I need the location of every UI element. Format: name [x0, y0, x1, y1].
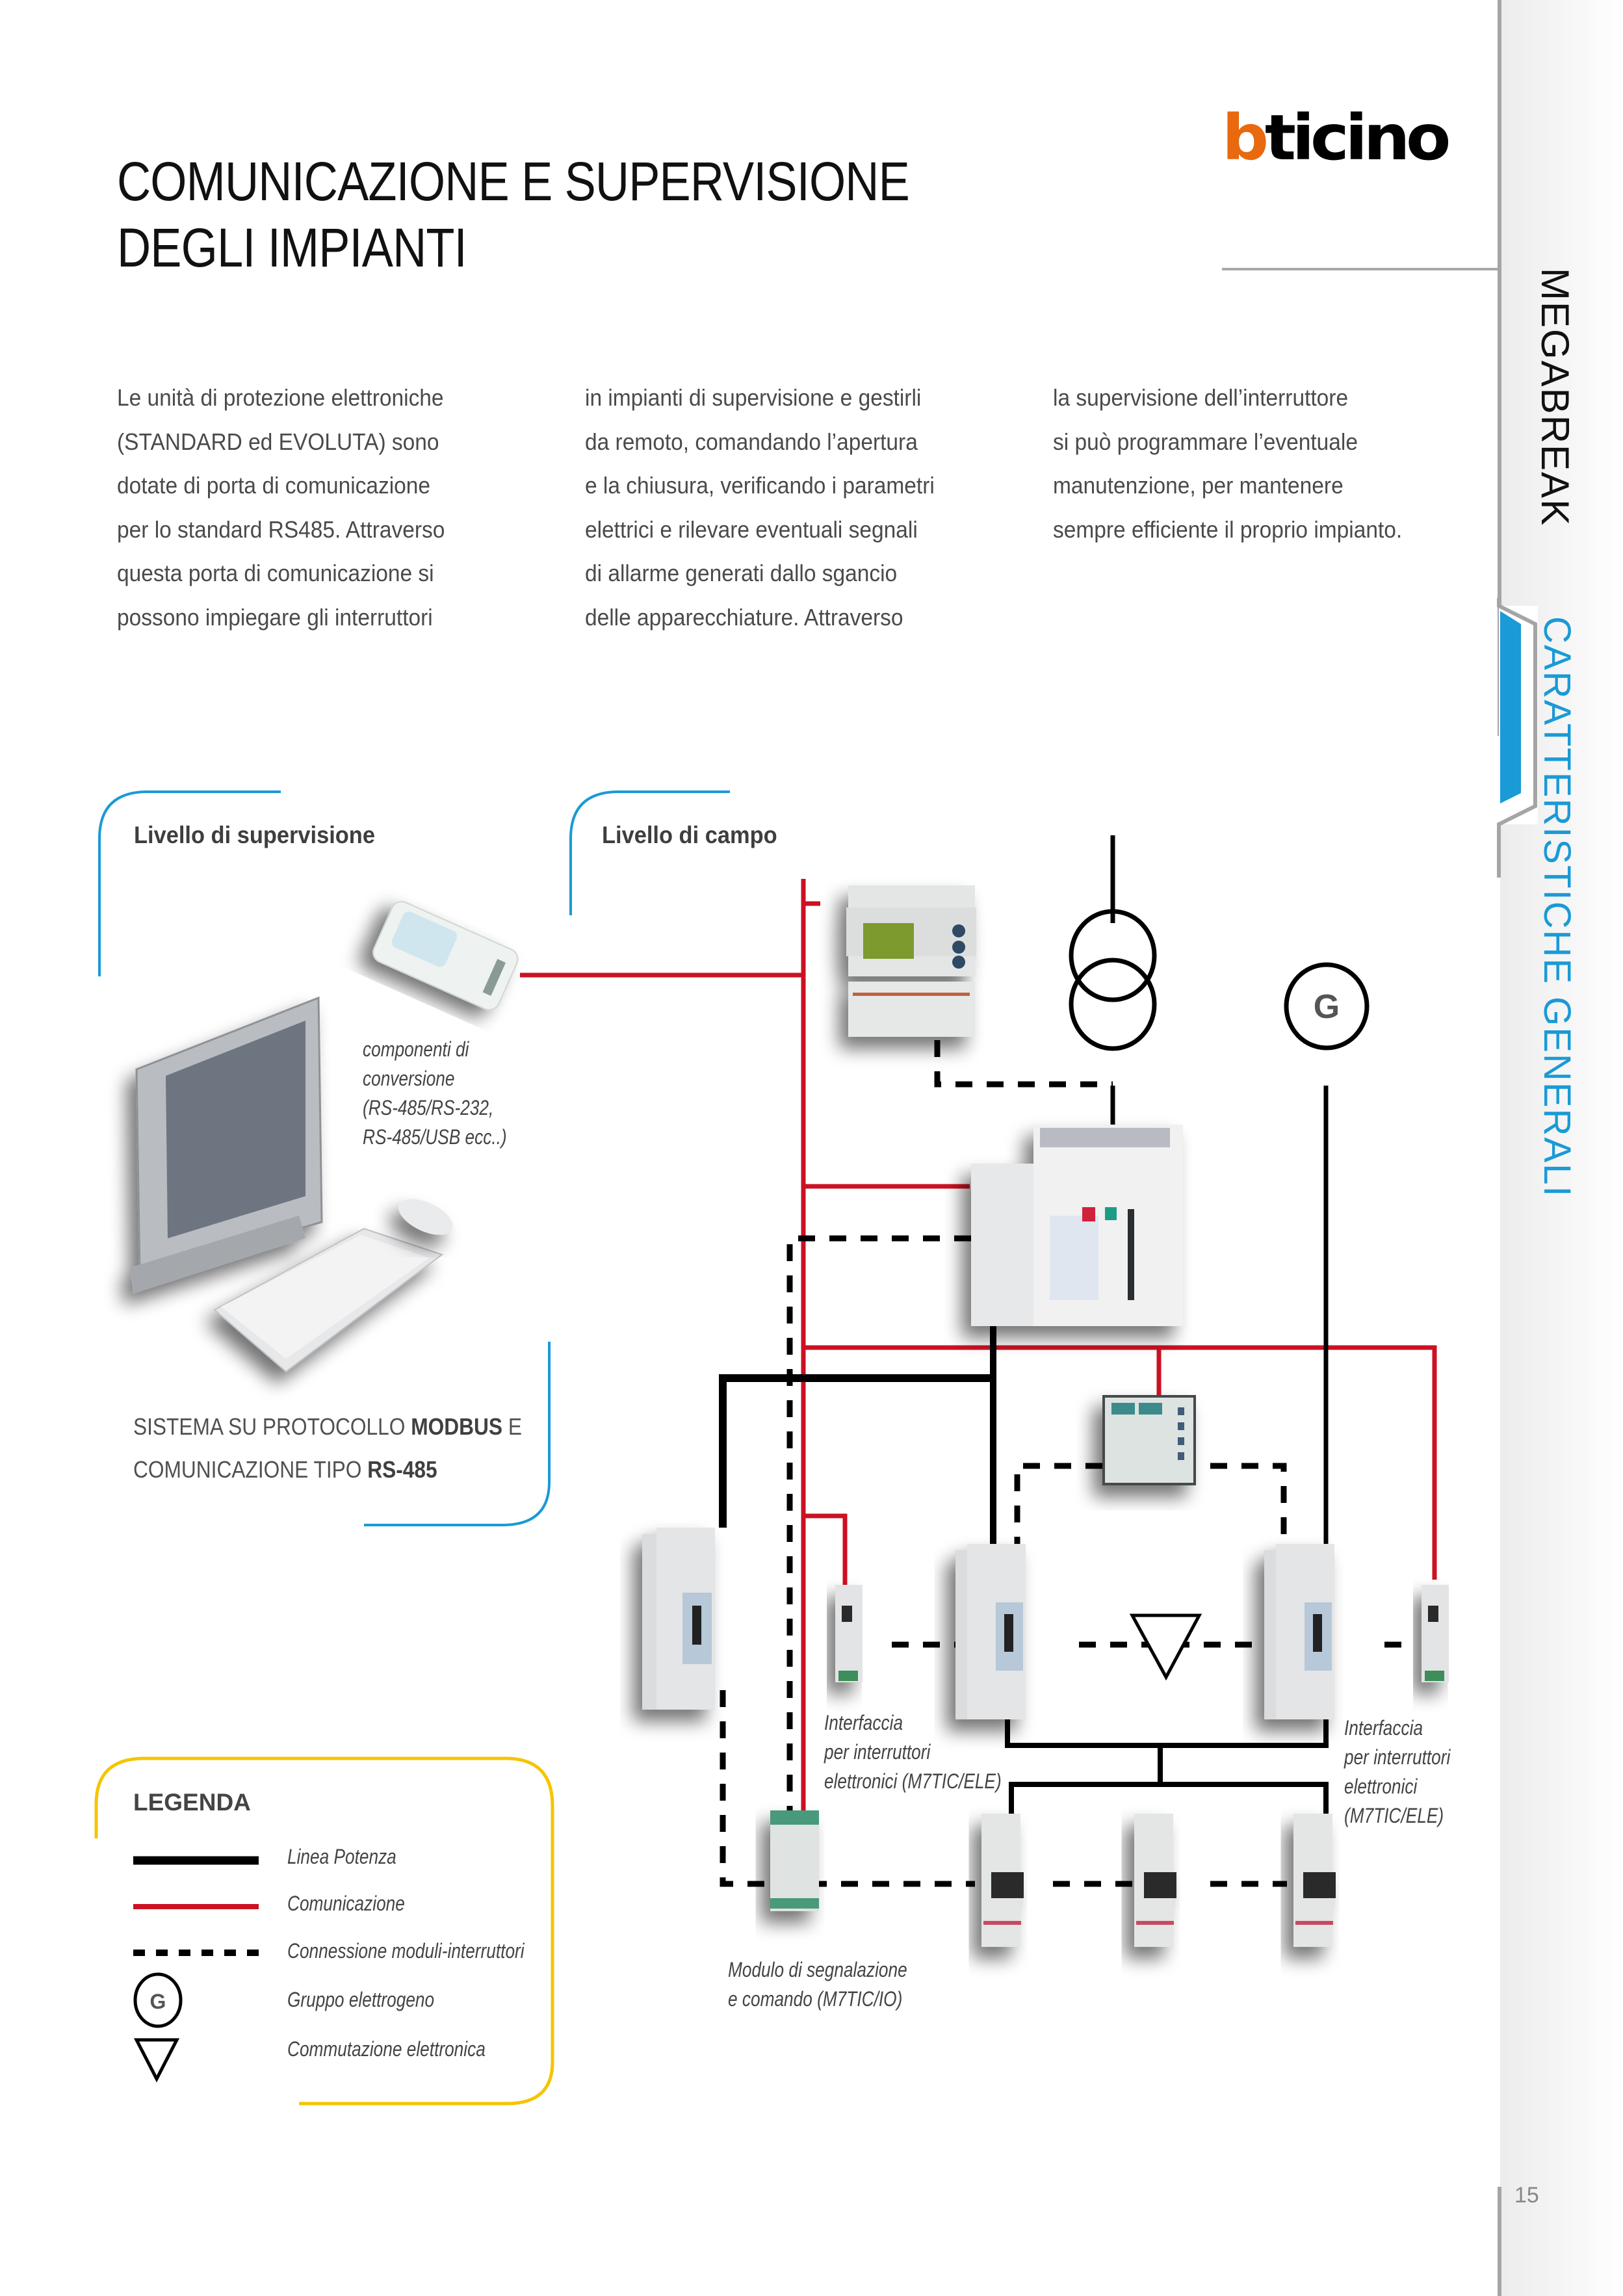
side-band — [1500, 0, 1623, 2296]
legend-generator-letter: G — [150, 1990, 166, 2013]
comm-type-rs485: RS-485 — [367, 1456, 437, 1483]
page-title-line1: COMUNICAZIONE E SUPERVISIONE — [117, 151, 910, 212]
header-divider — [1222, 268, 1500, 270]
transfer-switch-controller-image — [1102, 1395, 1196, 1485]
field-level-label: Livello di campo — [602, 822, 777, 848]
section-tab-marker — [1497, 598, 1538, 878]
text-line: e la chiusura, verificando i parametri — [585, 472, 935, 499]
interface-caption-right: Interfaccia per interruttori elettronici… — [1344, 1714, 1450, 1831]
converter-device-image — [372, 900, 519, 1011]
text-line: dotate di porta di comunicazione — [117, 472, 431, 499]
text-line: in impianti di supervisione e gestirli — [585, 384, 922, 411]
caption-line: (M7TIC/ELE) — [1344, 1804, 1444, 1827]
legend-label-generator: Gruppo elettrogeno — [287, 1988, 435, 2011]
product-name-vertical: MEGABREAK — [1533, 268, 1577, 527]
body-column-2: in impianti di supervisione e gestirli d… — [585, 376, 972, 639]
protocol-modbus: MODBUS — [411, 1413, 503, 1440]
caption-line: Modulo di segnalazione — [728, 1958, 907, 1981]
caption-line: (RS-485/RS-232, — [363, 1096, 494, 1119]
caption-line: componenti di — [363, 1037, 469, 1061]
bticino-logo: bticino — [1222, 107, 1451, 169]
body-column-3: la supervisione dell’interruttore si può… — [1053, 376, 1440, 551]
supervision-level-label: Livello di supervisione — [134, 822, 375, 848]
caption-line: elettronici — [1344, 1775, 1418, 1798]
text-line: delle apparecchiature. Attraverso — [585, 603, 903, 631]
text-line: possono impiegare gli interruttori — [117, 603, 433, 631]
protocol-text-post: E — [502, 1413, 522, 1440]
legend-title: LEGENDA — [133, 1789, 251, 1816]
miniature-breaker-image — [981, 1814, 1024, 1947]
keyboard-image — [213, 1227, 444, 1373]
energy-meter-image — [846, 885, 976, 1037]
body-column-1: Le unità di protezione elettroniche (STA… — [117, 376, 504, 639]
legend-symbols: G — [133, 1856, 259, 2083]
logo-b: b — [1222, 101, 1269, 174]
caption-line: RS-485/USB ecc..) — [363, 1125, 507, 1149]
legend-label-connection: Connessione moduli-interruttori — [287, 1939, 525, 1963]
caption-line: per interruttori — [824, 1740, 931, 1764]
section-name-vertical: CARATTERISTICHE GENERALI — [1536, 616, 1578, 1198]
interface-module-image — [1422, 1585, 1449, 1682]
text-line: sempre efficiente il proprio impianto. — [1053, 515, 1403, 543]
text-line: si può programmare l’eventuale — [1053, 428, 1358, 455]
legend-bracket — [94, 1756, 554, 2106]
text-line: elettrici e rilevare eventuali segnali — [585, 515, 918, 543]
electronic-switching-symbol — [1129, 1613, 1202, 1681]
active-section-indicator — [1500, 611, 1521, 803]
system-protocol-text: SISTEMA SU PROTOCOLLO MODBUS E COMUNICAZ… — [133, 1405, 522, 1491]
text-line: questa porta di comunicazione si — [117, 560, 434, 586]
caption-line: conversione — [363, 1067, 455, 1090]
text-line: manutenzione, per mantenere — [1053, 472, 1344, 499]
caption-line: Interfaccia — [1344, 1716, 1423, 1740]
side-band-rule — [1498, 0, 1501, 736]
interface-caption-left: Interfaccia per interruttori elettronici… — [824, 1708, 1002, 1796]
protocol-text-pre: SISTEMA SU PROTOCOLLO — [133, 1413, 411, 1440]
mouse-image — [398, 1199, 453, 1235]
page-title-line2: DEGLI IMPIANTI — [117, 217, 467, 278]
caption-line: Interfaccia — [824, 1711, 903, 1734]
legend-generator-icon — [133, 1972, 183, 2028]
signal-module-image — [770, 1810, 819, 1911]
miniature-breaker-image — [1293, 1814, 1336, 1947]
text-line: la supervisione dell’interruttore — [1053, 384, 1349, 411]
monitor-image — [130, 996, 323, 1294]
legend-label-power: Linea Potenza — [287, 1845, 396, 1868]
transformer-symbol — [1069, 909, 1157, 1051]
page-number: 15 — [1514, 2183, 1539, 2208]
communication-lines — [520, 879, 1437, 1833]
mccb-breaker-image — [1264, 1544, 1334, 1719]
caption-line: elettronici (M7TIC/ELE) — [824, 1769, 1002, 1793]
text-line: di allarme generati dallo sgancio — [585, 560, 898, 586]
comm-type-text: COMUNICAZIONE TIPO — [133, 1456, 368, 1483]
field-bracket — [569, 790, 730, 915]
interface-module-image — [835, 1585, 863, 1682]
megabreak-breaker-image — [971, 1125, 1183, 1326]
supervision-bracket — [98, 790, 281, 976]
generator-symbol: G — [1284, 962, 1370, 1050]
power-lines — [719, 835, 1329, 1814]
caption-line: e comando (M7TIC/IO) — [728, 1987, 903, 2011]
logo-rest: ticino — [1264, 101, 1451, 174]
legend-triangle-icon — [133, 2038, 180, 2083]
modbus-bracket — [364, 1342, 551, 1526]
text-line: (STANDARD ed EVOLUTA) sono — [117, 428, 439, 455]
legend-label-communication: Comunicazione — [287, 1892, 405, 1915]
page-number-rule — [1498, 2187, 1501, 2296]
legend-label-switching: Commutazione elettronica — [287, 2037, 486, 2061]
caption-line: per interruttori — [1344, 1745, 1451, 1769]
mccb-breaker-image — [955, 1544, 1026, 1719]
text-line: Le unità di protezione elettroniche — [117, 384, 444, 411]
text-line: per lo standard RS485. Attraverso — [117, 515, 445, 543]
module-caption: Modulo di segnalazione e comando (M7TIC/… — [728, 1955, 907, 2014]
miniature-breaker-image — [1134, 1814, 1176, 1947]
mccb-breaker-image — [642, 1528, 715, 1710]
text-line: da remoto, comandando l’apertura — [585, 428, 918, 455]
converter-caption: componenti di conversione (RS-485/RS-232… — [363, 1035, 507, 1152]
page-title: COMUNICAZIONE E SUPERVISIONE DEGLI IMPIA… — [117, 148, 910, 281]
system-diagram: G — [94, 790, 1449, 2106]
generator-symbol-label: G — [1314, 988, 1340, 1026]
